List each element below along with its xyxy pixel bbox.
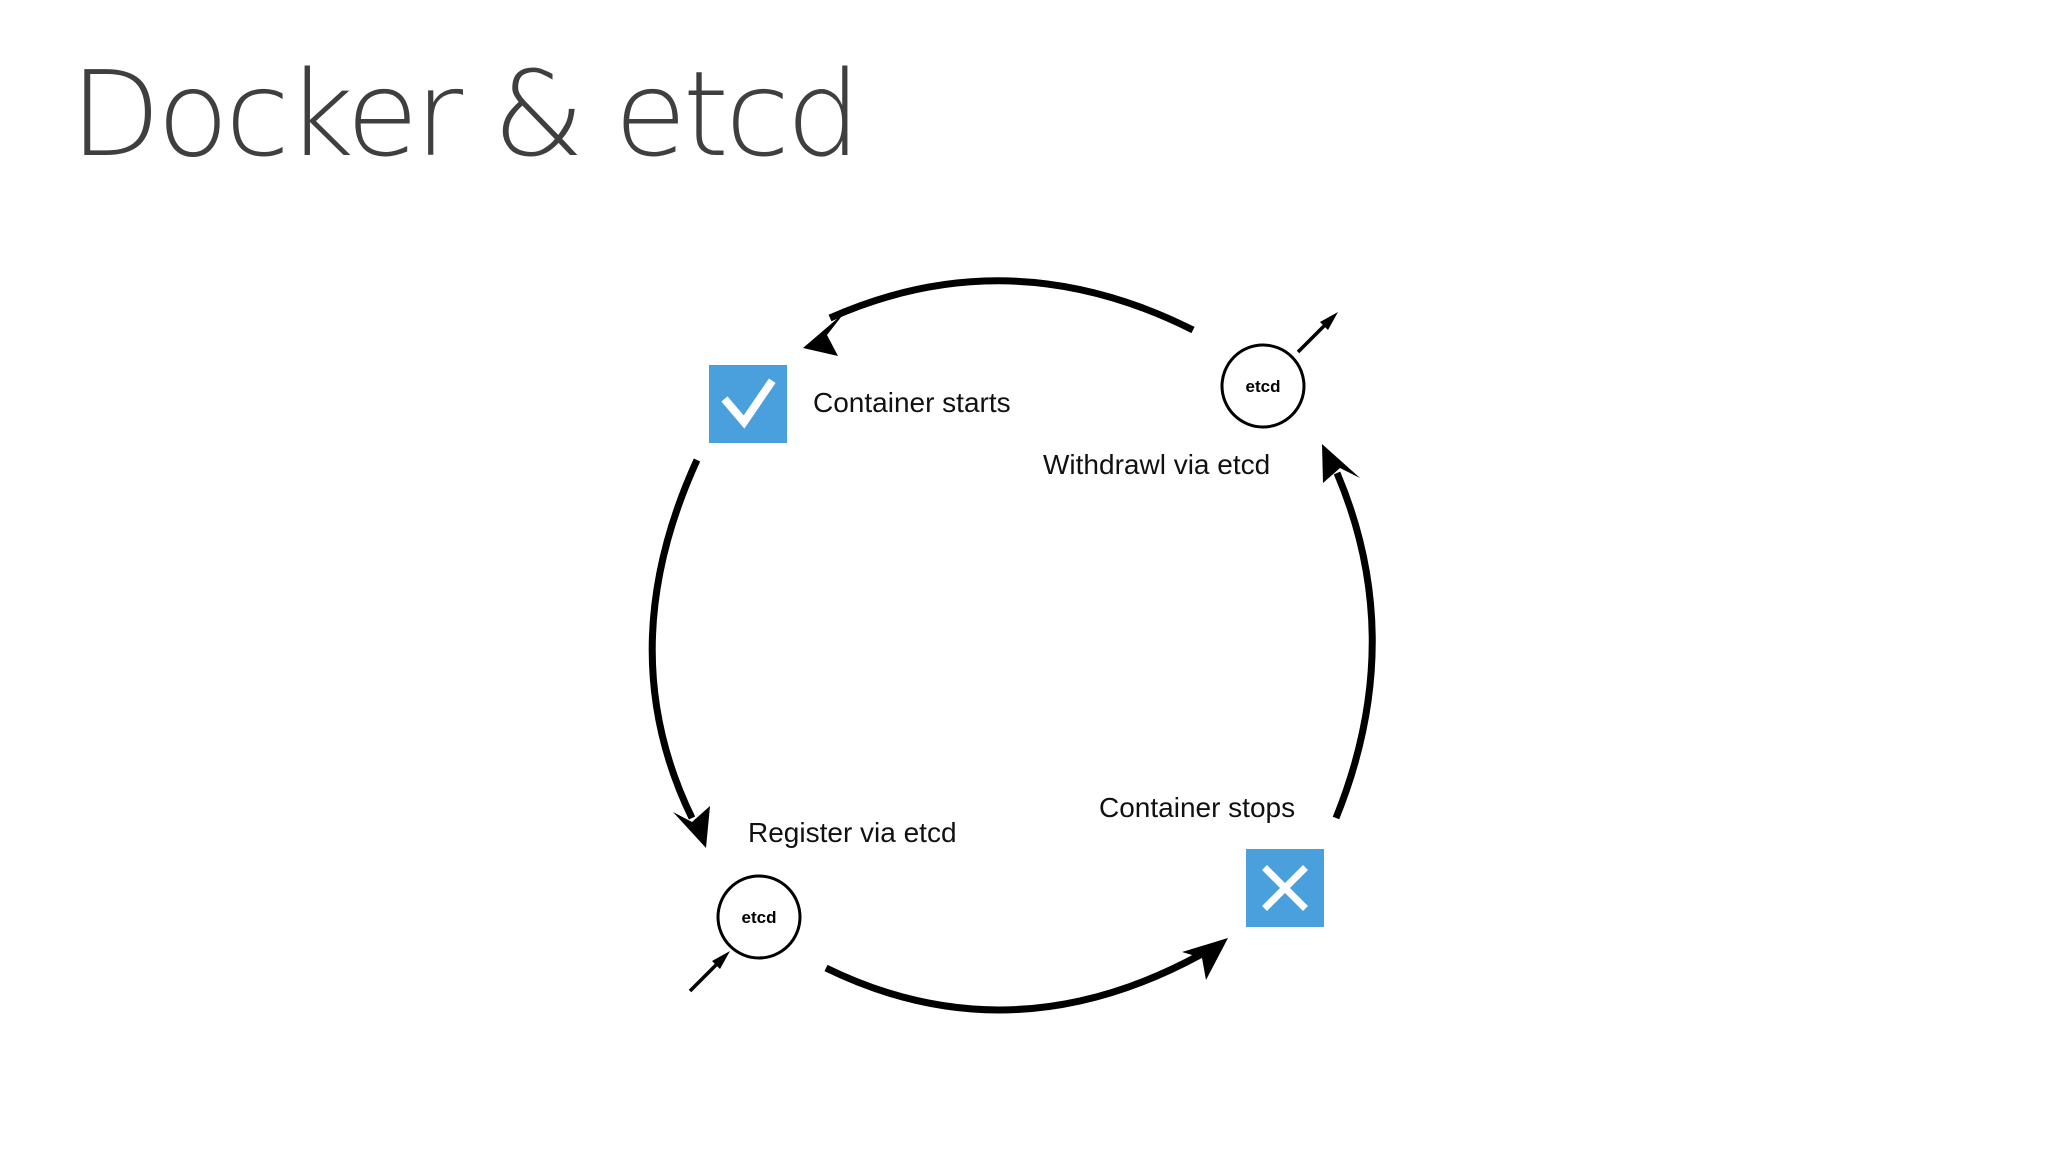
etcd-register-node: etcd xyxy=(716,874,802,960)
checkmark-icon xyxy=(721,378,776,429)
container-starts-icon xyxy=(709,365,787,443)
cycle-arc-bottom xyxy=(824,951,1202,1014)
cycle-arc-right xyxy=(1332,471,1376,820)
arrow-bottom-head xyxy=(1182,938,1228,980)
arrow-top-head xyxy=(803,312,845,356)
cycle-arc-left xyxy=(648,458,701,820)
container-starts-label: Container starts xyxy=(813,387,1011,418)
slide-title: Docker & etcd xyxy=(70,45,861,183)
etcd-withdraw-node: etcd xyxy=(1220,343,1306,429)
x-mark-icon xyxy=(1262,865,1308,911)
register-label: Register via etcd xyxy=(748,817,957,848)
withdraw-arrow-icon xyxy=(1296,312,1338,354)
container-stops-icon xyxy=(1246,849,1324,927)
withdrawal-label: Withdrawl via etcd xyxy=(1043,449,1270,480)
container-stops-label: Container stops xyxy=(1099,792,1295,823)
cycle-arc-top xyxy=(828,277,1195,334)
register-arrow-icon xyxy=(688,951,730,993)
etcd-withdraw-text: etcd xyxy=(1246,377,1281,396)
arrow-right-head xyxy=(1322,444,1360,483)
etcd-register-text: etcd xyxy=(742,908,777,927)
arrow-left-head xyxy=(673,806,710,848)
